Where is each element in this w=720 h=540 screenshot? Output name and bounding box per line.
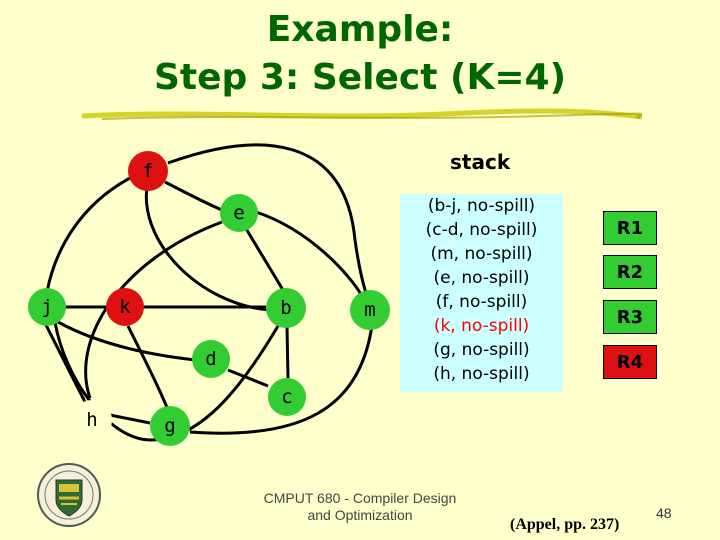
node-e: e [220, 194, 258, 232]
edge-j-d [57, 320, 197, 362]
edge-j-h [44, 324, 88, 405]
register-r4: R4 [603, 345, 657, 379]
stack-label: stack [450, 150, 511, 174]
course-footer: CMPUT 680 - Compiler Design and Optimiza… [250, 490, 470, 524]
node-d: d [192, 340, 230, 378]
stack-item: (h, no-spill) [433, 364, 530, 384]
edge-f-j [45, 176, 131, 293]
edge-e-b [240, 221, 288, 296]
edge-j-b [53, 321, 280, 442]
stack-item: (g, no-spill) [433, 340, 530, 360]
node-b: b [266, 288, 306, 328]
title-line-1: Example: [266, 9, 454, 50]
edge-f-b [144, 180, 271, 312]
node-g: g [150, 406, 190, 446]
stack-item: (e, no-spill) [433, 268, 530, 288]
edge-m-g [189, 324, 374, 435]
edge-k-g [126, 325, 170, 411]
stack-item: (m, no-spill) [430, 244, 533, 264]
node-j: j [28, 288, 66, 326]
stack-box: (b-j, no-spill) (c-d, no-spill) (m, no-s… [400, 194, 563, 392]
register-r3: R3 [603, 300, 657, 334]
node-c: c [268, 378, 306, 416]
stack-item: (f, no-spill) [435, 292, 528, 312]
page-number: 48 [656, 505, 672, 521]
edge-e-m [255, 210, 364, 297]
course-line-1: CMPUT 680 - Compiler Design [263, 490, 457, 506]
stack-item: (b-j, no-spill) [427, 196, 536, 216]
node-m: m [350, 290, 390, 330]
edge-b-c [285, 326, 290, 379]
node-h: h [72, 400, 112, 440]
node-k: k [106, 288, 144, 326]
register-r2: R2 [603, 255, 657, 289]
edge-d-c [227, 368, 269, 388]
title-line-2: Step 3: Select (K=4) [153, 57, 567, 98]
edge-h-g [109, 413, 151, 425]
edge-f-e [164, 180, 223, 212]
register-r1: R1 [603, 211, 657, 245]
node-f: f [128, 151, 168, 191]
course-line-2: and Optimization [307, 507, 413, 523]
stack-item: (c-d, no-spill) [425, 220, 538, 240]
citation: (Appel, pp. 237) [510, 516, 620, 533]
university-crest-logo [37, 463, 101, 527]
stack-item-highlighted: (k, no-spill) [433, 316, 530, 336]
edge-f-m [167, 143, 370, 301]
title-underline [82, 108, 642, 120]
